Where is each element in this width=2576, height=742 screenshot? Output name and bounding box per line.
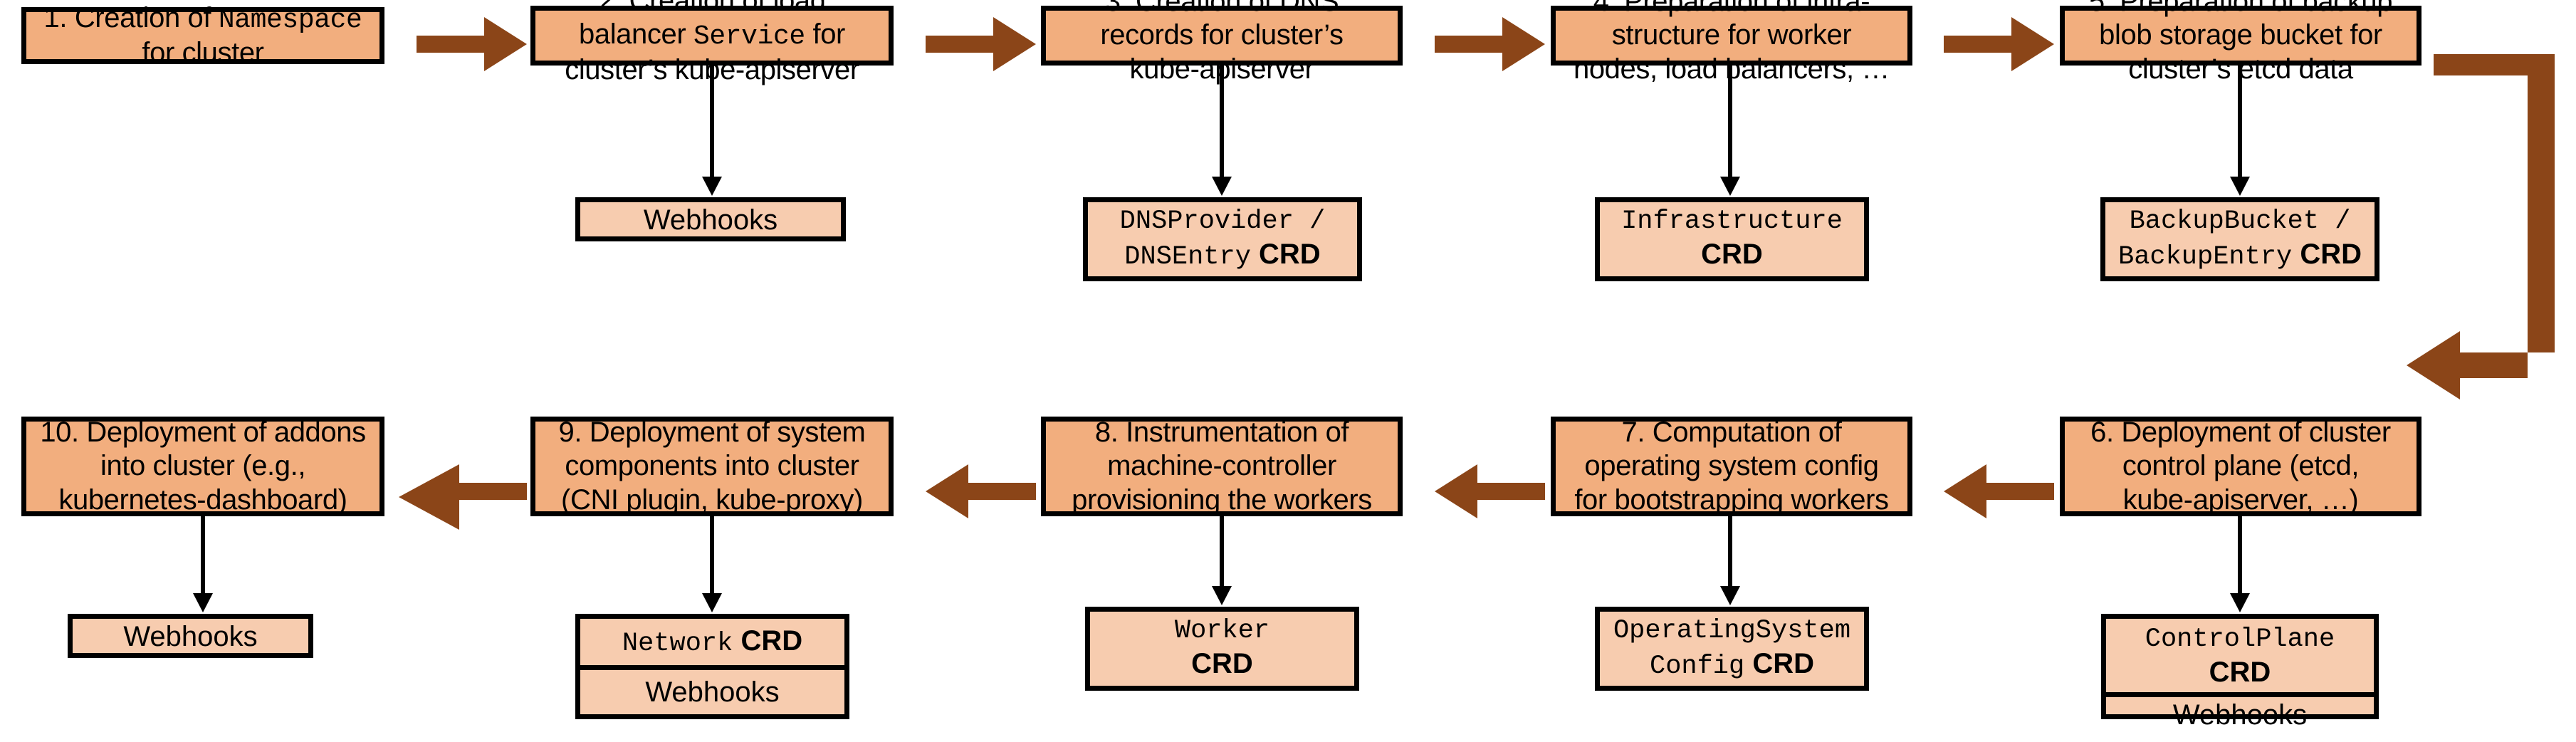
artifact-box-webhooks-step2[interactable]: Webhooks	[575, 197, 846, 241]
step-box-4[interactable]: 4. Preparation of infra- structure for w…	[1551, 0, 1912, 85]
step-box-6[interactable]: 6. Deployment of cluster control plane (…	[2060, 417, 2421, 516]
step-7-label: 7. Computation of operating system confi…	[1574, 417, 1889, 516]
artifact-box-operatingsystemconfig-crd[interactable]: OperatingSystem Config CRD	[1595, 607, 1869, 691]
artifact-row: Infrastructure CRD	[1600, 202, 1864, 276]
block-arrow-7-to-8	[1435, 464, 1545, 518]
artifact-box-infrastructure-crd[interactable]: Infrastructure CRD	[1595, 197, 1869, 281]
block-arrow-3-to-4	[1435, 17, 1545, 71]
step-3-label: 3. Creation of DNS records for cluster’s…	[1100, 0, 1344, 85]
artifact-4-row-1-label: Infrastructure CRD	[1621, 206, 1843, 270]
artifact-6-row-1-label: ControlPlane CRD	[2145, 625, 2335, 689]
artifact-2-row-1-label: Webhooks	[643, 204, 778, 236]
thin-arrow-step9-to-artifact	[702, 514, 722, 612]
artifact-row: Webhooks	[2106, 691, 2374, 733]
block-arrow-4-to-5	[1944, 17, 2054, 71]
artifact-6-row-2-label: Webhooks	[2172, 699, 2308, 731]
artifact-box-backupbucket-crd[interactable]: BackupBucket / BackupEntry CRD	[2100, 197, 2379, 281]
block-arrow-8-to-9	[926, 464, 1036, 518]
step-box-5[interactable]: 5. Preparation of backup blob storage bu…	[2060, 0, 2421, 85]
artifact-row: Webhooks	[73, 619, 308, 654]
step-10-label: 10. Deployment of addons into cluster (e…	[40, 417, 366, 516]
step-box-7[interactable]: 7. Computation of operating system confi…	[1551, 417, 1912, 516]
step-4-label: 4. Preparation of infra- structure for w…	[1573, 0, 1890, 85]
step-box-1[interactable]: 1. Creation of Namespace for cluster	[21, 2, 384, 68]
step-1-label: 1. Creation of Namespace for cluster	[43, 1, 362, 69]
thin-arrow-step8-to-artifact	[1212, 514, 1232, 605]
step-8-label: 8. Instrumentation of machine-controller…	[1072, 417, 1372, 516]
artifact-box-network-crd[interactable]: Network CRD Webhooks	[575, 614, 849, 719]
step-6-label: 6. Deployment of cluster control plane (…	[2090, 417, 2391, 516]
block-arrow-1-to-2	[417, 17, 527, 71]
artifact-row: Webhooks	[580, 664, 844, 714]
artifact-box-dns-crd[interactable]: DNSProvider / DNSEntry CRD	[1083, 197, 1362, 281]
artifact-row: DNSProvider / DNSEntry CRD	[1088, 202, 1357, 276]
step-box-3[interactable]: 3. Creation of DNS records for cluster’s…	[1041, 0, 1403, 85]
artifact-5-row-1-label: BackupBucket / BackupEntry CRD	[2117, 206, 2362, 272]
artifact-row: Webhooks	[580, 202, 841, 238]
thin-arrow-step6-to-artifact	[2230, 514, 2250, 612]
artifact-box-worker-crd[interactable]: Worker CRD	[1085, 607, 1359, 691]
block-arrow-9-to-10	[399, 464, 527, 530]
artifact-row: Network CRD	[580, 619, 844, 665]
block-arrow-2-to-3	[926, 17, 1036, 71]
thin-arrow-step10-to-artifact	[193, 514, 213, 612]
thin-arrow-step7-to-artifact	[1720, 514, 1740, 605]
step-box-8[interactable]: 8. Instrumentation of machine-controller…	[1041, 417, 1403, 516]
artifact-3-row-1-label: DNSProvider / DNSEntry CRD	[1119, 206, 1326, 272]
step-box-2[interactable]: 2. Creation of load balancer Service for…	[530, 0, 894, 85]
artifact-9-row-2-label: Webhooks	[645, 676, 780, 708]
step-box-9[interactable]: 9. Deployment of system components into …	[530, 417, 894, 516]
artifact-row: OperatingSystem Config CRD	[1600, 612, 1864, 686]
artifact-7-row-1-label: OperatingSystem Config CRD	[1613, 615, 1851, 681]
artifact-row: BackupBucket / BackupEntry CRD	[2105, 202, 2375, 276]
block-arrow-6-to-7	[1944, 464, 2054, 518]
artifact-10-row-1-label: Webhooks	[123, 621, 258, 652]
artifact-9-row-1-label: Network CRD	[622, 625, 803, 659]
step-9-label: 9. Deployment of system components into …	[558, 417, 866, 516]
artifact-8-row-1-label: Worker CRD	[1174, 615, 1270, 679]
step-2-label: 2. Creation of load balancer Service for…	[565, 0, 859, 85]
artifact-box-controlplane-crd[interactable]: ControlPlane CRD Webhooks	[2101, 614, 2379, 731]
artifact-row: ControlPlane CRD	[2106, 619, 2374, 692]
block-arrow-5-to-6	[2407, 54, 2555, 399]
artifact-box-webhooks-step10[interactable]: Webhooks	[68, 614, 313, 658]
artifact-row: Worker CRD	[1090, 612, 1354, 686]
step-5-label: 5. Preparation of backup blob storage bu…	[2088, 0, 2393, 85]
step-box-10[interactable]: 10. Deployment of addons into cluster (e…	[21, 417, 384, 516]
